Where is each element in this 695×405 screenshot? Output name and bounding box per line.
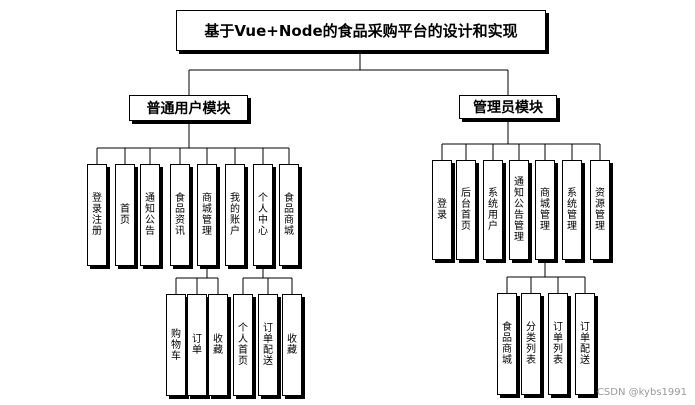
user-module-node: 普通用户模块 [129, 95, 248, 121]
user-item-label: 个人中心 [258, 193, 268, 237]
watermark: CSDN @kybs1991 [596, 387, 687, 398]
user-item-label: 首页 [120, 204, 130, 226]
user-center-child-delivery: 订单配送 [258, 294, 278, 396]
admin-mall-child-order-list: 订单列表 [548, 293, 568, 395]
admin-item-label: 通知公告管理 [514, 177, 524, 243]
admin-item-label: 后台首页 [461, 188, 471, 232]
user-mall-child-cart: 购物车 [166, 294, 186, 396]
user-item-label: 食品商城 [284, 193, 294, 237]
user-mall-child-order: 订单 [187, 294, 207, 396]
admin-item-system-users: 系统用户 [483, 160, 503, 260]
user-mall-child-favorite: 收藏 [208, 294, 228, 396]
user-item-personal-center: 个人中心 [253, 164, 273, 266]
admin-mall-child-label: 订单配送 [580, 322, 590, 366]
user-center-child-label: 收藏 [287, 334, 297, 356]
admin-module-node: 管理员模块 [459, 95, 557, 119]
user-item-food-news: 食品资讯 [170, 164, 190, 266]
user-item-mall-management: 商城管理 [197, 164, 217, 266]
user-item-food-mall: 食品商城 [279, 164, 299, 266]
user-center-child-favorite: 收藏 [282, 294, 302, 396]
user-module-label: 普通用户模块 [146, 101, 231, 117]
user-center-child-label: 订单配送 [263, 323, 273, 367]
admin-item-label: 商城管理 [540, 188, 550, 232]
admin-module-label: 管理员模块 [473, 100, 543, 116]
user-center-child-label: 个人首页 [238, 323, 248, 367]
user-item-label: 食品资讯 [175, 193, 185, 237]
user-item-label: 通知公告 [145, 193, 155, 237]
user-mall-child-label: 订单 [192, 334, 202, 356]
admin-item-label: 资源管理 [595, 188, 605, 232]
admin-mall-child-delivery: 订单配送 [575, 293, 595, 395]
user-item-my-account: 我的账户 [225, 164, 245, 266]
user-center-child-home: 个人首页 [233, 294, 253, 396]
user-mall-child-label: 收藏 [213, 334, 223, 356]
root-label: 基于Vue+Node的食品采购平台的设计和实现 [204, 22, 518, 40]
admin-item-label: 登录 [437, 199, 447, 221]
user-item-label: 我的账户 [230, 193, 240, 237]
user-item-label: 登录注册 [92, 193, 102, 237]
admin-item-dashboard: 后台首页 [456, 160, 476, 260]
admin-mall-child-food-mall: 食品商城 [497, 293, 517, 395]
admin-item-notice-management: 通知公告管理 [509, 160, 529, 260]
admin-item-label: 系统用户 [488, 188, 498, 232]
admin-item-login: 登录 [432, 160, 452, 260]
admin-item-label: 系统管理 [567, 188, 577, 232]
user-item-notice: 通知公告 [140, 164, 160, 266]
admin-mall-child-label: 食品商城 [502, 322, 512, 366]
admin-mall-child-label: 订单列表 [553, 322, 563, 366]
user-item-login-register: 登录注册 [87, 164, 107, 266]
admin-item-resource-management: 资源管理 [590, 160, 610, 260]
root-node: 基于Vue+Node的食品采购平台的设计和实现 [176, 10, 546, 51]
admin-item-system-management: 系统管理 [562, 160, 582, 260]
user-item-label: 商城管理 [202, 193, 212, 237]
user-mall-child-label: 购物车 [171, 328, 181, 362]
admin-item-mall-management: 商城管理 [535, 160, 555, 260]
admin-mall-child-label: 分类列表 [526, 322, 536, 366]
user-item-home: 首页 [115, 164, 135, 266]
admin-mall-child-category-list: 分类列表 [521, 293, 541, 395]
